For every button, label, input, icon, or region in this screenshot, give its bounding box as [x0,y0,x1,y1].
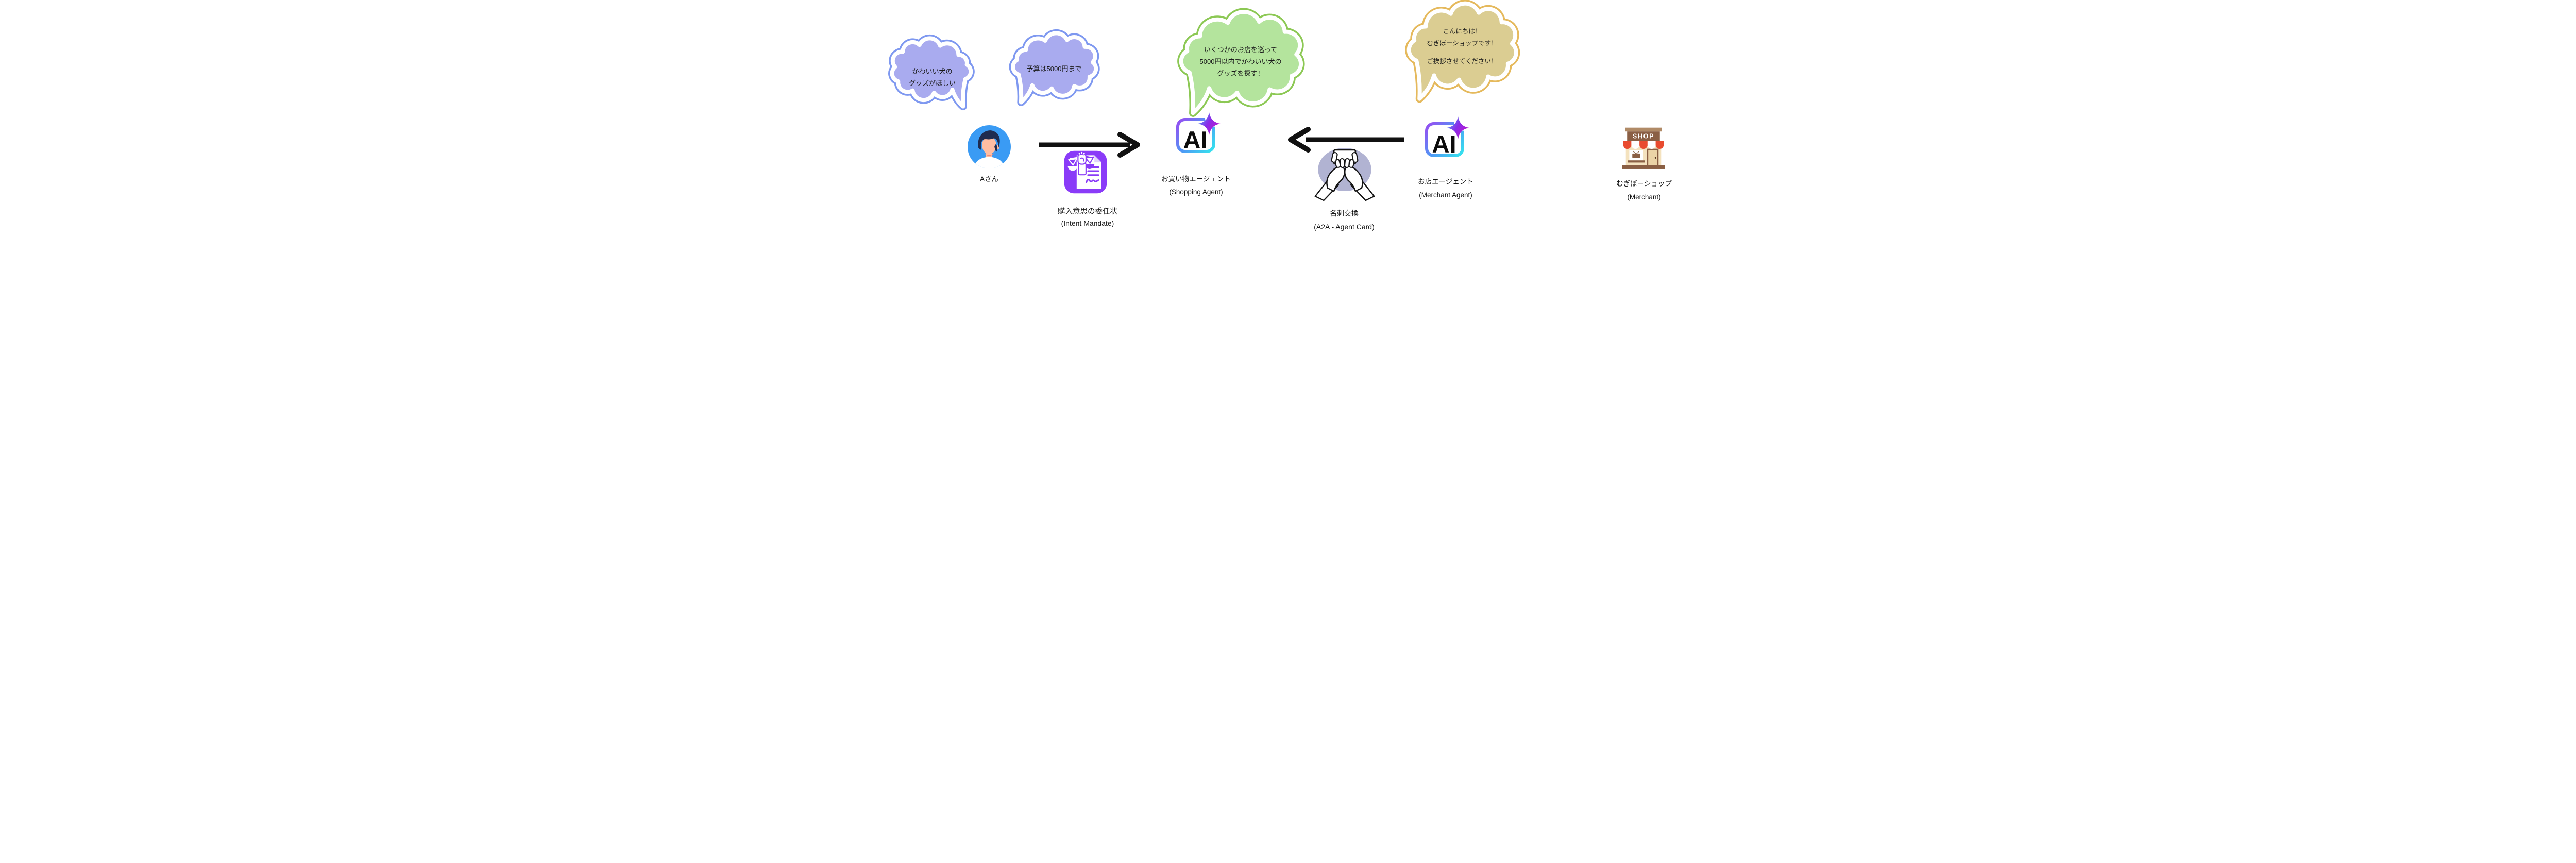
bubble-line: むぎぼーショップです！ [1427,39,1498,47]
shopping-agent-label-en: (Shopping Agent) [1169,188,1223,196]
card-exchange-label-ja: 名刺交換 [1330,209,1359,217]
arrows-layer [1039,127,1404,158]
sparkle-icon [1447,116,1469,139]
scales-left-pan [1068,158,1077,166]
awning-stripe-white [1647,141,1656,149]
card-exchange-hands-icon [1314,148,1375,201]
shop-door-knob [1654,157,1657,159]
shop-window-shelf [1628,160,1645,163]
fist-knuckle [1082,151,1086,156]
avatar-hair-side [994,144,998,153]
card-exchange-label: 名刺交換 (A2A - Agent Card) [1298,207,1391,233]
shop-sign-text: SHOP [1633,133,1654,140]
avatar-chin-shadow [984,151,996,156]
agent-commerce-diagram: かわいい犬の グッズがほしい 予算は5000円まで いくつかのお店を巡って 50… [888,0,1688,239]
avatar-shirt [973,157,1006,168]
speech-bubble-merchant-greeting-text: こんにちは！ むぎぼーショップです！ ご挨拶させてください！ [1411,26,1514,67]
mandate-text-line [1087,174,1099,176]
scales-beam-left [1070,157,1079,160]
shop-window-sign [1632,153,1640,158]
scales-right-pan [1084,156,1094,164]
bubble-line: いくつかのお店を巡って [1204,46,1278,54]
merchant-shop-label: むぎぼーショップ (Merchant) [1598,177,1688,204]
shop-sign-board [1627,131,1660,141]
fist-finger-line [1080,157,1084,162]
card-exchange-label-en: (A2A - Agent Card) [1314,223,1375,231]
shopping-agent-label: お買い物エージェント (Shopping Agent) [1151,173,1241,198]
intent-mandate-label: 購入意思の委任状 (Intent Mandate) [1043,206,1132,229]
shop-roof-bar [1625,127,1662,132]
speech-bubble-shopping-plan-text: いくつかのお店を巡って 5000円以内でかわいい犬の グッズを探す！ [1184,44,1297,79]
avatar-hair [978,130,1000,150]
mandate-signature [1086,179,1099,183]
merchant-shop-label-ja: むぎぼーショップ [1616,180,1672,188]
merchant-agent-label-en: (Merchant Agent) [1419,191,1472,199]
intent-mandate-document-icon [1064,150,1107,194]
bubble-line: かわいい犬の [912,67,953,75]
arrow-user-to-shopping-agent [1039,132,1140,158]
ai-frame [1176,118,1215,153]
hand-left [1314,152,1346,201]
ai-badge-text: AI [1183,126,1208,154]
bubble-line: こんにちは！ [1443,28,1482,35]
awning-stripe-red [1623,141,1632,149]
merchant-shop-icon: SHOP [1622,127,1665,169]
avatar-face [982,136,996,154]
fist-arm [1078,162,1087,176]
shopping-agent-label-ja: お買い物エージェント [1161,175,1231,183]
scales-right-bowl [1084,164,1095,169]
avatar-neck [986,150,992,158]
user-label: Aさん [963,176,1015,183]
thumb [1331,152,1338,163]
bubble-line: グッズがほしい [908,79,956,87]
finger [1339,158,1346,168]
bubble-line: グッズを探す！ [1217,70,1264,77]
bubble-line: 5000円以内でかわいい犬の [1199,58,1282,65]
bubble-line: ご挨拶させてください！ [1427,57,1498,65]
mandate-text-line [1087,170,1099,172]
palm [1326,165,1346,192]
awning-stripe-white [1631,141,1640,149]
intent-mandate-label-en: (Intent Mandate) [1061,219,1114,227]
user-avatar-icon [968,125,1011,168]
sparkle-icon [1198,112,1221,135]
merchant-agent-label: お店エージェント (Merchant Agent) [1399,175,1492,202]
speech-bubble-user-request-text: かわいい犬の グッズがほしい [897,65,967,89]
scales-left-bowl [1067,165,1078,171]
speech-bubble-user-budget-text: 予算は5000円まで [1018,65,1090,73]
shop-base [1622,165,1665,169]
intent-mandate-label-ja: 購入意思の委任状 [1058,208,1117,216]
user-name: Aさん [979,175,998,183]
ai-frame [1425,122,1464,157]
awning-stripe-red [1655,141,1664,149]
arrow-merchant-agent-to-shopping-agent [1288,127,1404,153]
awning-stripe-red [1639,141,1648,149]
shop-door [1648,150,1657,165]
ai-badge-text: AI [1432,130,1456,158]
shopping-agent-ai-icon: AI [1176,110,1222,154]
merchant-shop-label-en: (Merchant) [1627,193,1661,201]
merchant-agent-label-ja: お店エージェント [1418,178,1473,185]
bubble-line: 予算は5000円まで [1026,65,1082,73]
merchant-agent-ai-icon: AI [1425,114,1470,158]
